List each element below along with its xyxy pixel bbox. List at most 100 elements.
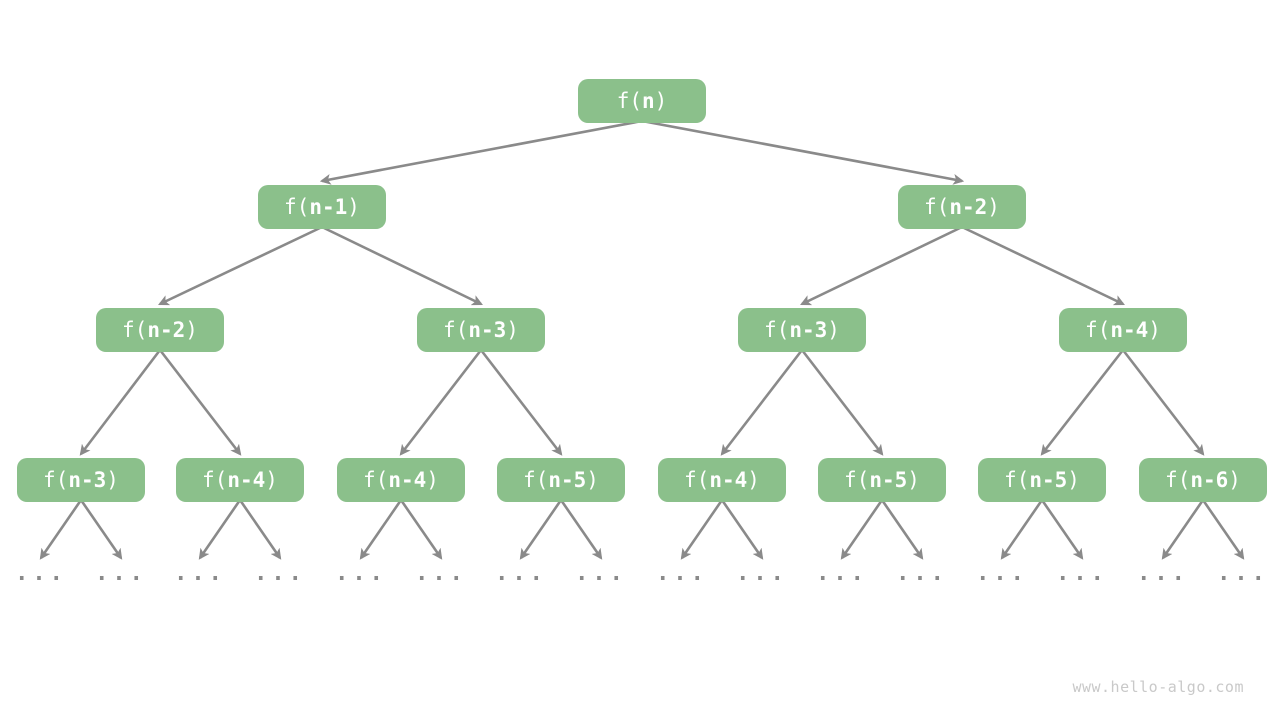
tree-edge <box>238 499 282 560</box>
node-label-part: n-3 <box>468 317 507 342</box>
node-label-part: f( <box>202 467 228 492</box>
node-label-part: n-1 <box>309 194 348 219</box>
node-label-part: n-3 <box>789 317 828 342</box>
tree-edge <box>720 499 764 560</box>
node-label-part: n-4 <box>227 467 266 492</box>
node-label-part: n-5 <box>869 467 908 492</box>
node-label-part: ) <box>586 467 599 492</box>
node-label-part: n <box>641 88 655 113</box>
node-label-part: f( <box>1165 467 1191 492</box>
node-label-part: ) <box>907 467 920 492</box>
ellipsis: ... <box>495 561 547 586</box>
node-label-part: f( <box>363 467 389 492</box>
node-label-part: ) <box>827 317 840 342</box>
tree-edge <box>1161 499 1205 560</box>
ellipsis: ... <box>415 561 467 586</box>
node-label-part: f( <box>684 467 710 492</box>
tree-edge <box>479 349 563 456</box>
node-label-part: f( <box>924 194 950 219</box>
tree-edge <box>79 349 162 456</box>
node-label-part: ) <box>106 467 119 492</box>
node-label-part: ) <box>347 194 360 219</box>
ellipsis: ... <box>1137 561 1189 586</box>
tree-edge <box>1201 499 1245 560</box>
ellipsis: ... <box>976 561 1028 586</box>
tree-edge <box>321 225 483 306</box>
node-label-part: f( <box>284 194 310 219</box>
ellipsis: ... <box>254 561 306 586</box>
tree-edge <box>1040 349 1125 456</box>
tree-edge <box>1121 349 1205 456</box>
node-label-part: f( <box>764 317 790 342</box>
tree-node: f(n-3) <box>738 308 866 352</box>
tree-node: f(n-5) <box>978 458 1106 502</box>
tree-edge <box>800 349 884 456</box>
ellipsis: ... <box>736 561 788 586</box>
tree-node: f(n-2) <box>898 185 1026 229</box>
tree-node: f(n-5) <box>818 458 946 502</box>
ellipsis: ... <box>816 561 868 586</box>
node-label-part: n-2 <box>949 194 988 219</box>
tree-edge <box>519 499 563 560</box>
node-label-part: ) <box>987 194 1000 219</box>
node-label-part: f( <box>43 467 69 492</box>
tree-node: f(n-4) <box>658 458 786 502</box>
tree-edge <box>800 225 963 306</box>
node-label-part: ) <box>1067 467 1080 492</box>
tree-edge <box>39 499 83 560</box>
node-label-part: ) <box>1148 317 1161 342</box>
tree-node: f(n-2) <box>96 308 224 352</box>
tree-edge <box>641 119 965 185</box>
node-label-part: f( <box>616 88 642 113</box>
node-label-part: ) <box>185 317 198 342</box>
tree-edge <box>680 499 724 560</box>
node-label-part: ) <box>747 467 760 492</box>
tree-node: f(n-4) <box>337 458 465 502</box>
tree-edge <box>1000 499 1044 560</box>
tree-edge <box>720 349 804 456</box>
node-label-part: f( <box>122 317 148 342</box>
node-label-part: ) <box>265 467 278 492</box>
tree-edge <box>158 225 323 306</box>
ellipsis: ... <box>656 561 708 586</box>
ellipsis: ... <box>1217 561 1269 586</box>
tree-node: f(n-4) <box>1059 308 1187 352</box>
node-label-part: n-5 <box>1029 467 1068 492</box>
watermark: www.hello-algo.com <box>1072 678 1244 696</box>
tree-node: f(n) <box>578 79 706 123</box>
node-label-part: f( <box>1004 467 1030 492</box>
tree-node: f(n-1) <box>258 185 386 229</box>
tree-node: f(n-5) <box>497 458 625 502</box>
tree-edge <box>399 349 483 456</box>
tree-edge <box>961 225 1125 306</box>
node-label-part: n-4 <box>388 467 427 492</box>
tree-edge <box>198 499 242 560</box>
node-label-part: f( <box>523 467 549 492</box>
ellipsis: ... <box>174 561 226 586</box>
node-label-part: n-5 <box>548 467 587 492</box>
node-label-part: ) <box>1228 467 1241 492</box>
ellipsis: ... <box>95 561 147 586</box>
node-label-part: n-2 <box>147 317 186 342</box>
tree-node: f(n-4) <box>176 458 304 502</box>
node-label-part: n-6 <box>1190 467 1229 492</box>
node-label-part: ) <box>654 88 668 113</box>
node-label-part: n-3 <box>68 467 107 492</box>
tree-edge <box>1040 499 1084 560</box>
node-label-part: ) <box>506 317 519 342</box>
tree-edge <box>79 499 123 560</box>
tree-edge <box>399 499 443 560</box>
tree-node: f(n-3) <box>417 308 545 352</box>
node-label-part: f( <box>844 467 870 492</box>
tree-edge <box>359 499 403 560</box>
ellipsis: ... <box>15 561 67 586</box>
ellipsis: ... <box>335 561 387 586</box>
ellipsis: ... <box>896 561 948 586</box>
ellipsis: ... <box>1056 561 1108 586</box>
tree-edge <box>319 119 643 185</box>
tree-edge <box>158 349 242 456</box>
tree-node: f(n-6) <box>1139 458 1267 502</box>
node-label-part: f( <box>1085 317 1111 342</box>
